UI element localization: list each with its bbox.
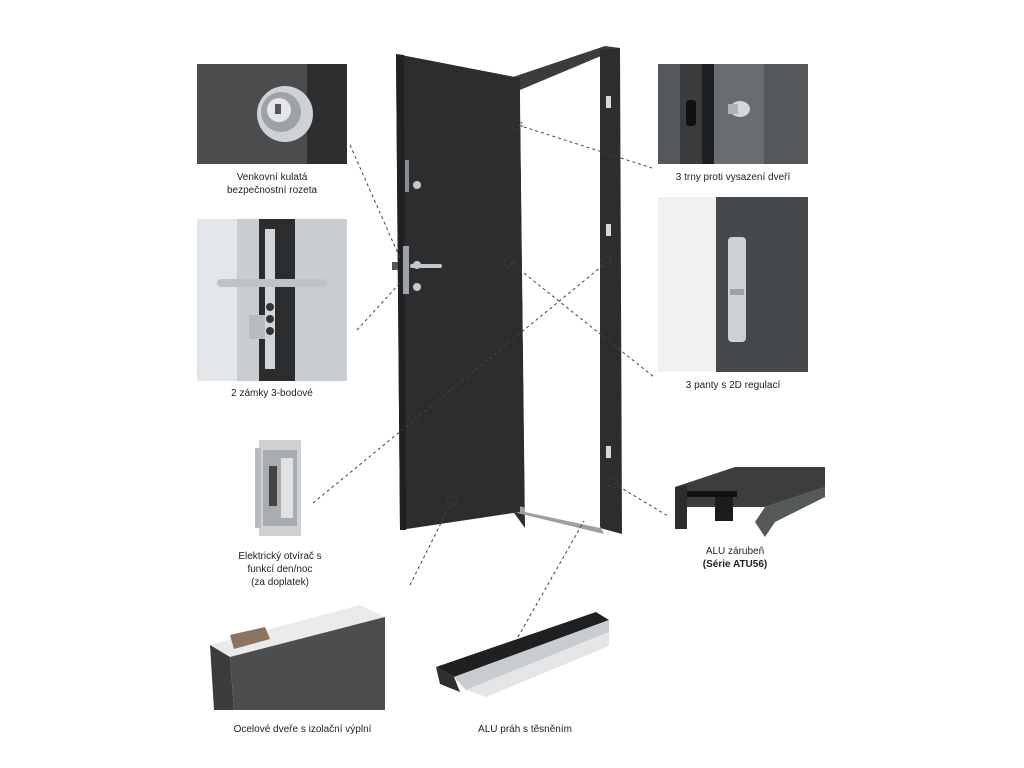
- photo-pins: [658, 64, 808, 164]
- caption-threshold: ALU práh s těsněním: [478, 724, 572, 735]
- photo-threshold: [436, 612, 609, 697]
- photo-hinges: [658, 197, 808, 372]
- photo-rosette: [197, 64, 347, 164]
- caption-locks: 2 zámky 3-bodové: [231, 388, 313, 399]
- caption-rosette: Venkovní kulatá bezpečnostní rozeta: [226, 172, 318, 196]
- door-leaf: [396, 54, 520, 530]
- door-frame: [508, 46, 622, 534]
- caption-hinges: 3 panty s 2D regulací: [685, 380, 781, 391]
- frame-hinges: [606, 96, 611, 458]
- caption-pins: 3 trny proti vysazení dveří: [675, 172, 791, 183]
- photo-strike: [255, 438, 305, 538]
- caption-panel: Ocelové dveře s izolační výplní: [233, 724, 372, 735]
- photo-panel: [210, 605, 385, 710]
- photo-locks: [197, 219, 347, 381]
- caption-strike: Elektrický otvírač s funkcí den/noc (za …: [238, 551, 322, 588]
- photo-frame: [675, 467, 825, 537]
- caption-frame: ALU zárubeň (Série ATU56): [702, 546, 768, 570]
